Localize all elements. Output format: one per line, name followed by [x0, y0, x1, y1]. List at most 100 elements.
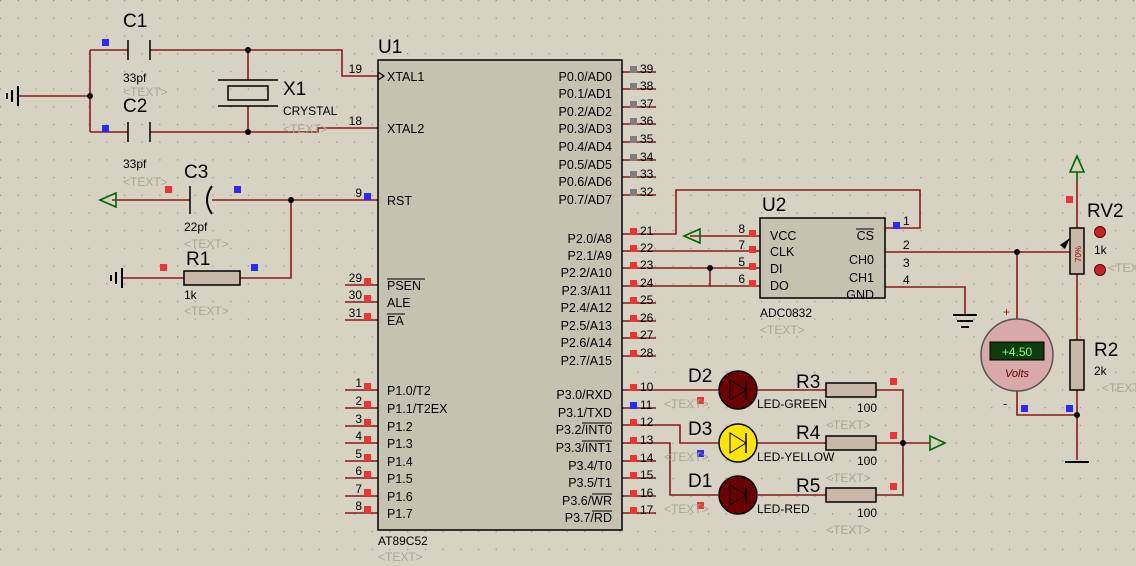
r2-tag: <TEXT> [1102, 381, 1136, 395]
led-d1[interactable]: D1 LED-RED <TEXT> [664, 471, 810, 516]
ground-terminal-leds[interactable] [929, 434, 947, 452]
power-terminal-u2-vcc[interactable] [682, 227, 701, 245]
u1-pin-number: 7 [355, 482, 362, 496]
rv2-increase-icon[interactable] [1094, 226, 1106, 238]
u1-pin-number: 13 [640, 433, 654, 447]
power-terminal-rst[interactable] [98, 191, 117, 209]
u1-pin-number: 5 [355, 447, 362, 461]
d3-value: LED-YELLOW [757, 450, 835, 464]
wires [18, 49, 1078, 514]
u2-pin-name: CLK [770, 245, 795, 259]
u1-pin-number: 30 [349, 288, 363, 302]
u1-pin-number: 14 [640, 451, 654, 465]
resistor-r2[interactable]: R2 2k <TEXT> [1066, 339, 1136, 412]
u1-pin-8[interactable]: 8P1.7 [355, 499, 412, 521]
crystal-x1[interactable]: X1 CRYSTAL <TEXT> [218, 79, 338, 136]
u1-pin-4[interactable]: 4P1.3 [355, 429, 412, 451]
ground-symbol-u2[interactable] [953, 314, 977, 328]
power-terminal-rv2[interactable] [1068, 154, 1086, 180]
capacitor-c3[interactable]: C3 22pf <TEXT> [165, 162, 241, 251]
voltmeter[interactable]: +4.50 Volts + - [980, 305, 1054, 412]
u1-pin-3[interactable]: 3P1.2 [355, 412, 412, 434]
u2-ref: U2 [762, 195, 786, 216]
led-d2[interactable]: D2 LED-GREEN <TEXT> [664, 366, 827, 411]
potentiometer-rv2[interactable]: 70% RV2 1k <TEXT> [1060, 196, 1136, 276]
led-d3[interactable]: D3 LED-YELLOW <TEXT> [664, 419, 835, 464]
capacitor-c2[interactable]: C2 33pf <TEXT> [102, 96, 168, 189]
u1-pin-name: P3.4/T0 [568, 459, 612, 473]
c1-ref: C1 [123, 11, 147, 32]
u1-pin-number: 26 [640, 311, 654, 325]
resistor-r5[interactable]: R5 100 <TEXT> [796, 476, 897, 537]
rv2-decrease-icon[interactable] [1094, 264, 1106, 276]
d2-tag: <TEXT> [664, 397, 709, 411]
u1-pin-number: 25 [640, 293, 654, 307]
u2-pin-name: CH1 [849, 271, 874, 285]
resistor-r1[interactable]: R1 1k <TEXT> [160, 249, 258, 318]
u1-pin-name: P3.7/RD [565, 511, 612, 525]
resistor-r4[interactable]: R4 100 <TEXT> [796, 423, 897, 485]
ic-u1[interactable]: U1 AT89C52 <TEXT> 19XTAL118XTAL29RST29PS… [349, 37, 654, 564]
u1-pin-2[interactable]: 2P1.1/T2EX [355, 394, 448, 416]
u1-pin-5[interactable]: 5P1.4 [355, 447, 412, 469]
u1-pin-name: P3.6/WR [562, 494, 612, 508]
u1-pin-name: P2.5/A13 [561, 319, 612, 333]
u1-right-pins: 39P0.0/AD038P0.1/AD137P0.2/AD236P0.3/AD3… [556, 62, 654, 525]
c1-value: 33pf [123, 71, 147, 85]
u1-pin-name: P0.3/AD3 [558, 122, 612, 136]
ground-symbol-crystal[interactable] [6, 86, 19, 106]
x1-value: CRYSTAL [283, 104, 338, 118]
capacitor-c1[interactable]: C1 33pf <TEXT> [102, 11, 168, 99]
u1-pin-number: 4 [355, 429, 362, 443]
u1-pin-7[interactable]: 7P1.6 [355, 482, 412, 504]
d1-value: LED-RED [757, 502, 810, 516]
u1-pin-number: 16 [640, 486, 654, 500]
u2-pin-number: 1 [903, 214, 910, 228]
ground-symbol-r1[interactable] [110, 268, 123, 288]
u1-pin-6[interactable]: 6P1.5 [355, 464, 412, 486]
u1-pin-1[interactable]: 1P1.0/T2 [355, 376, 431, 398]
r5-value: 100 [857, 506, 877, 520]
resistor-r3[interactable]: R3 100 <TEXT> [796, 372, 897, 432]
u2-pin-1[interactable]: 1CS [856, 214, 910, 243]
